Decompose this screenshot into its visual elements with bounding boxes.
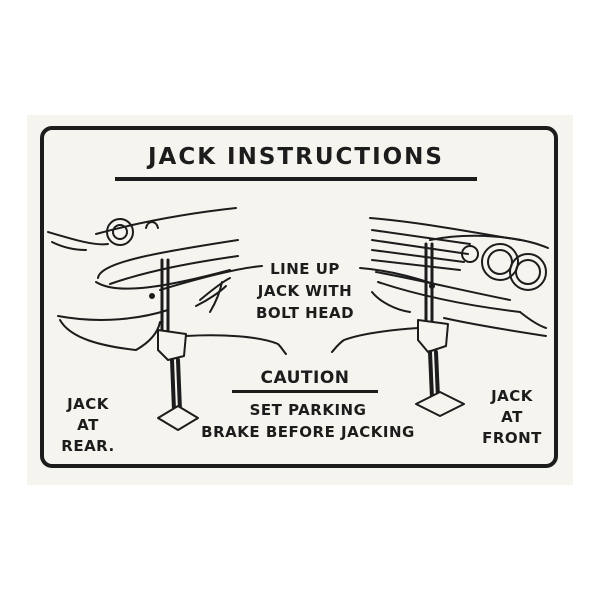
rear-label-line-1: JACK — [67, 395, 109, 413]
front-car-drawing — [369, 217, 549, 337]
title-heading: JACK INSTRUCTIONS — [147, 144, 444, 170]
title-underline — [115, 177, 477, 181]
caution-heading: CAUTION — [260, 368, 350, 388]
caution-underline — [232, 390, 378, 393]
lineup-line-3: BOLT HEAD — [255, 304, 355, 322]
card-border — [40, 126, 558, 468]
rear-car-drawing — [47, 207, 239, 351]
lineup-line-1: LINE UP — [270, 260, 340, 278]
caution-text: SET PARKING BRAKE BEFORE JACKING — [188, 399, 428, 443]
front-label-line-1: JACK — [491, 387, 533, 405]
lineup-instruction: LINE UP JACK WITH BOLT HEAD — [240, 258, 370, 324]
lineup-line-2: JACK WITH — [257, 282, 353, 300]
front-jack-label: JACK AT FRONT — [478, 386, 546, 449]
caution-line-1: SET PARKING — [249, 401, 367, 419]
rear-label-line-3: REAR. — [61, 437, 115, 455]
front-label-line-2: AT — [501, 408, 523, 426]
front-label-line-3: FRONT — [482, 429, 542, 447]
front-jack-drawing — [331, 242, 465, 417]
rear-label-line-2: AT — [77, 416, 99, 434]
instruction-card — [27, 115, 573, 485]
caution-line-2: BRAKE BEFORE JACKING — [201, 423, 415, 441]
rear-jack-drawing — [149, 258, 287, 431]
rear-jack-label: JACK AT REAR. — [58, 394, 118, 457]
